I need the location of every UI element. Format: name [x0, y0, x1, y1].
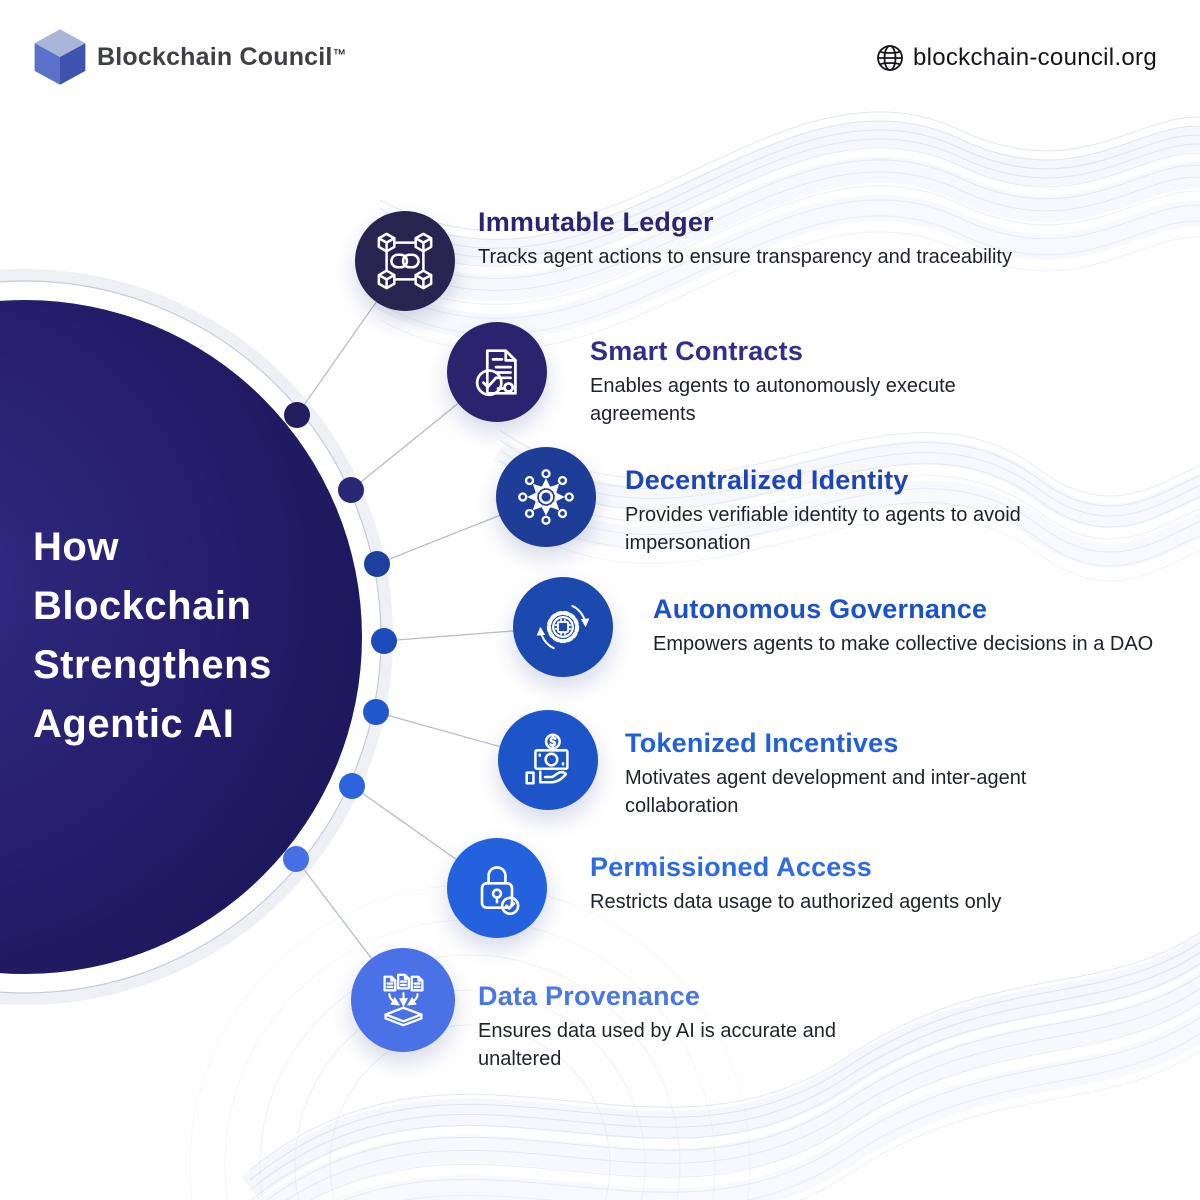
item-description: Enables agents to autonomously execute a… — [590, 375, 956, 425]
item-tokenized-incentives: Tokenized Incentives Motivates agent dev… — [625, 727, 1137, 820]
item-description: Restricts data usage to authorized agent… — [590, 891, 1002, 913]
connector-dot — [338, 477, 364, 503]
immutable-ledger-circle — [355, 211, 455, 311]
item-immutable-ledger: Immutable Ledger Tracks agent actions to… — [478, 206, 1023, 271]
connector-dot — [284, 402, 310, 428]
item-autonomous-governance: Autonomous Governance Empowers agents to… — [653, 593, 1173, 658]
connector-dot — [364, 551, 390, 577]
title-line: How — [33, 525, 119, 569]
item-description: Provides verifiable identity to agents t… — [625, 504, 1021, 554]
website: blockchain-council.org — [876, 44, 1157, 72]
trademark-symbol: ™ — [332, 46, 346, 62]
connector-dot — [371, 628, 397, 654]
title-line: Blockchain — [33, 584, 252, 628]
item-title: Immutable Ledger — [478, 207, 714, 237]
cube-logo-icon — [34, 29, 86, 85]
item-smart-contracts: Smart Contracts Enables agents to autono… — [590, 335, 1055, 428]
connector-dots — [283, 402, 397, 872]
hand-money-icon — [525, 733, 569, 785]
item-decentralized-identity: Decentralized Identity Provides verifiab… — [625, 464, 1133, 557]
item-description: Empowers agents to make collective decis… — [653, 633, 1154, 655]
connector-dot — [363, 699, 389, 725]
permissioned-access-circle — [447, 838, 547, 938]
item-description: Motivates agent development and inter-ag… — [625, 767, 1027, 817]
title-line: Agentic AI — [33, 702, 235, 746]
item-description: Tracks agent actions to ensure transpare… — [478, 246, 1012, 268]
item-permissioned-access: Permissioned Access Restricts data usage… — [590, 851, 1048, 916]
smart-contract-icon — [475, 349, 517, 397]
connector-dot — [339, 773, 365, 799]
connector-dot — [283, 846, 309, 872]
smart-contracts-circle — [447, 322, 547, 422]
autonomous-governance-circle — [513, 577, 613, 677]
hero-circle — [0, 300, 362, 974]
tokenized-incentives-circle — [498, 710, 598, 810]
item-data-provenance: Data Provenance Ensures data used by AI … — [478, 980, 920, 1073]
item-description: Ensures data used by AI is accurate and … — [478, 1020, 836, 1070]
decentralized-identity-circle — [496, 447, 596, 547]
globe-icon — [877, 45, 903, 71]
page-title: How Blockchain Strengthens Agentic AI — [33, 518, 272, 754]
decentralized-identity-icon — [518, 469, 574, 525]
blockchain-cubes-icon — [377, 232, 433, 290]
brand-logo: Blockchain Council™ — [33, 28, 346, 86]
governance-gear-icon — [536, 604, 590, 650]
item-title: Decentralized Identity — [625, 465, 909, 495]
item-title: Tokenized Incentives — [625, 728, 899, 758]
website-url: blockchain-council.org — [912, 44, 1157, 71]
item-title: Autonomous Governance — [653, 594, 988, 624]
item-title: Data Provenance — [478, 981, 701, 1011]
hero-circle-ring — [0, 281, 381, 993]
header: Blockchain Council™ blockchain-council.o… — [0, 0, 1200, 110]
data-provenance-circle — [351, 948, 455, 1052]
data-provenance-icon — [383, 973, 424, 1027]
brand-name: Blockchain Council™ — [97, 42, 346, 71]
item-title: Smart Contracts — [590, 336, 804, 366]
padlock-check-icon — [480, 866, 520, 916]
title-line: Strengthens — [33, 643, 272, 687]
item-title: Permissioned Access — [590, 852, 872, 882]
